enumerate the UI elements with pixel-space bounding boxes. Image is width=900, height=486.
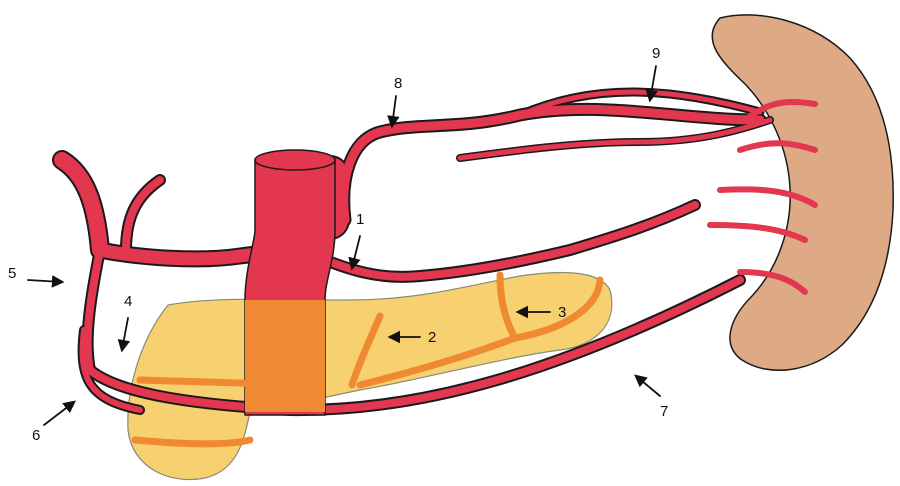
- trunk-pancreas-overlap: [245, 300, 325, 412]
- label-6: 6: [32, 427, 40, 444]
- arrow-icon: [352, 236, 360, 268]
- annotation-1: 1: [352, 211, 364, 268]
- arrow-icon: [122, 318, 128, 350]
- label-2: 2: [428, 329, 436, 346]
- annotation-8: 8: [392, 75, 402, 126]
- label-5: 5: [8, 265, 16, 282]
- annotation-7: 7: [636, 376, 668, 420]
- label-7: 7: [660, 403, 668, 420]
- label-1: 1: [356, 211, 364, 228]
- label-9: 9: [652, 45, 660, 62]
- label-3: 3: [558, 304, 566, 321]
- pancreas-shape: [128, 273, 612, 480]
- annotation-4: 4: [122, 293, 132, 350]
- annotation-5: 5: [8, 265, 62, 282]
- arrow-icon: [636, 376, 660, 396]
- label-8: 8: [394, 75, 402, 92]
- label-4: 4: [124, 293, 132, 310]
- aorta-top-opening: [255, 150, 335, 170]
- arrow-icon: [392, 96, 396, 126]
- spleen-shape: [712, 15, 893, 370]
- annotation-6: 6: [32, 402, 74, 444]
- arrow-icon: [28, 280, 62, 282]
- arrow-icon: [44, 402, 74, 425]
